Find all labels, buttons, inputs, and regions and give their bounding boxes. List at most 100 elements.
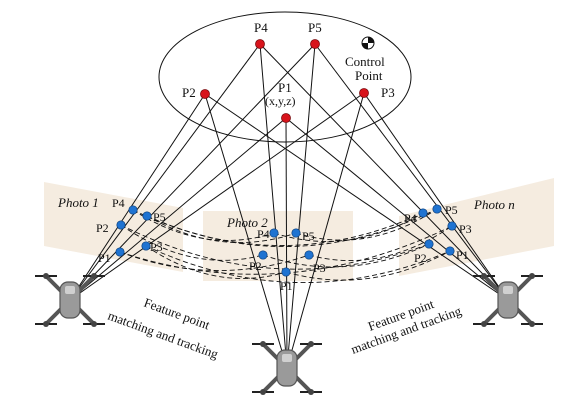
- image-point-label-p3-view3: P3: [459, 222, 472, 236]
- drone-camera: [65, 286, 75, 294]
- projection-rays: [69, 43, 509, 369]
- drone-motor: [308, 341, 314, 347]
- control-point-p1: [281, 113, 291, 123]
- ray-p3-view1: [69, 92, 365, 301]
- control-point-p2: [200, 89, 210, 99]
- image-point-p5-view2: [291, 228, 301, 238]
- image-point-p4-view2: [269, 228, 279, 238]
- image-point-label-p5-view3: P5: [445, 203, 458, 217]
- image-point-p3-view3: [447, 221, 457, 231]
- image-point-p4-view1: [128, 205, 138, 215]
- image-point-p1-view1: [141, 241, 151, 251]
- drone-motor: [91, 273, 97, 279]
- drone-icon: [35, 273, 105, 327]
- image-point-p5-view1: [142, 211, 152, 221]
- image-point-label-p4-view1: P4: [112, 196, 125, 210]
- control-point-p5: [310, 39, 320, 49]
- image-point-label-p1-view2: P1: [280, 279, 293, 293]
- drone-motor: [91, 321, 97, 327]
- image-point-p2-view2: [258, 250, 268, 260]
- ray-p1-view3: [285, 117, 509, 301]
- photo-label-left: Photo 1: [57, 195, 99, 210]
- control-point-p4: [255, 39, 265, 49]
- image-point-label-p2-view3: P2: [414, 251, 427, 265]
- drone-motor: [260, 389, 266, 395]
- drone-motor: [529, 273, 535, 279]
- image-point-label-p3-view2: P3: [313, 261, 326, 275]
- control-point-p3: [359, 88, 369, 98]
- ray-p1-view2: [285, 117, 288, 369]
- image-point-p3-view1: [115, 247, 125, 257]
- arc-p2-v2-v3: [262, 243, 430, 268]
- control-legend-line1: Control: [345, 54, 385, 69]
- arc-p4-v2-v3: [273, 212, 424, 242]
- image-point-p5-view3: [432, 204, 442, 214]
- photo-label-middle: Photo 2: [226, 215, 268, 230]
- ray-p2-view3: [204, 93, 509, 301]
- image-point-label-p5-view2: P5: [302, 229, 315, 243]
- drone-icon: [252, 341, 322, 395]
- image-point-label-p1-view3: P1: [456, 248, 469, 262]
- coord-label: (x,y,z): [265, 94, 296, 108]
- drone-camera: [282, 354, 292, 362]
- arc-p5-v1-v3: [146, 208, 438, 247]
- ray-p5-view3: [314, 43, 509, 301]
- arc-p3-v2-v3: [308, 225, 453, 262]
- control-point-label-p3: P3: [381, 85, 395, 100]
- image-point-p2-view3: [424, 239, 434, 249]
- target-icon: [361, 36, 375, 50]
- control-area-ellipse: [158, 11, 412, 143]
- photo-label-right: Photo n: [473, 197, 515, 212]
- drone-motor: [481, 273, 487, 279]
- ray-p2-view2: [204, 93, 288, 369]
- ray-p3-view2: [286, 92, 365, 369]
- drone-motor: [308, 389, 314, 395]
- ray-p5-view2: [286, 43, 316, 369]
- drone-camera: [503, 286, 513, 294]
- image-point-label-p2-view1: P2: [96, 221, 109, 235]
- image-point-label-p4-view3: P4: [404, 211, 417, 225]
- image-point-label-p5-view1: P5: [153, 210, 166, 224]
- image-point-p4-view3: [418, 208, 428, 218]
- arc-p5-v2-v3: [295, 208, 438, 241]
- image-point-p3-view2: [304, 250, 314, 260]
- drone-motor: [529, 321, 535, 327]
- image-point-label-p3-view1: P3: [150, 240, 163, 254]
- drone-motor: [43, 321, 49, 327]
- arc-p1-v1-v3: [145, 245, 451, 283]
- arc-p2-v1-v2: [120, 224, 264, 261]
- ray-p2-view1: [69, 93, 206, 301]
- control-point-label-p1: P1: [278, 80, 292, 95]
- ray-p5-view1: [69, 43, 316, 301]
- image-point-p2-view1: [116, 220, 126, 230]
- image-point-label-p2-view2: P2: [249, 259, 262, 273]
- control-points: P1 P2 P3 P4 P5: [182, 20, 395, 123]
- image-point-p1-view3: [445, 246, 455, 256]
- drone-motor: [43, 273, 49, 279]
- arc-p2-v1-v3: [120, 224, 430, 270]
- image-point-label-p1-view1: P1: [98, 251, 111, 265]
- control-legend-line2: Point: [355, 68, 383, 83]
- control-point-label-p2: P2: [182, 85, 196, 100]
- ray-p1-view1: [69, 117, 287, 301]
- control-point-label-p5: P5: [308, 20, 322, 35]
- ray-p3-view3: [363, 92, 509, 301]
- image-point-label-p4-view2: P4: [257, 227, 270, 241]
- arc-p1-v1-v2: [145, 245, 287, 279]
- drones: [35, 273, 543, 395]
- ray-p4-view3: [259, 43, 509, 301]
- image-point-p1-view2: [281, 267, 291, 277]
- arc-p5-v1-v2: [146, 215, 297, 244]
- drone-motor: [260, 341, 266, 347]
- arc-p1-v2-v3: [285, 250, 451, 281]
- drone-motor: [481, 321, 487, 327]
- photo-frame-right: [399, 178, 554, 276]
- control-point-label-p4: P4: [254, 20, 268, 35]
- drone-icon: [473, 273, 543, 327]
- arc-p3-v1-v2: [119, 251, 310, 271]
- ray-p4-view2: [259, 43, 288, 369]
- ray-p4-view1: [69, 43, 261, 301]
